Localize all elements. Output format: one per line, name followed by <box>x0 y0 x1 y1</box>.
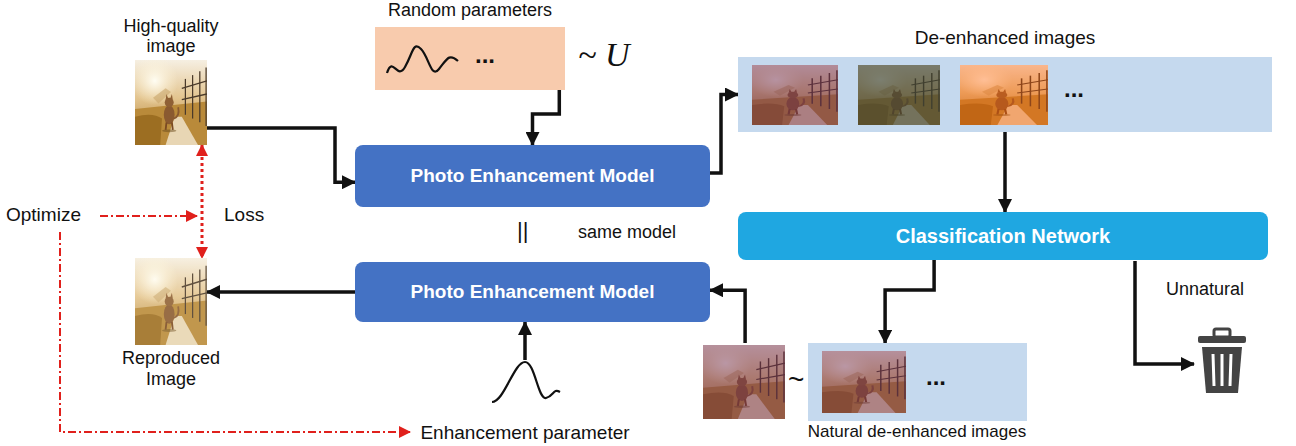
process-box-label: Classification Network <box>896 225 1111 248</box>
photo-content <box>703 345 785 419</box>
distribution-symbol: ~ U <box>578 36 629 73</box>
sampling-symbol: ~ <box>788 364 804 395</box>
photo-content <box>858 65 940 125</box>
optimize-line <box>60 232 410 432</box>
photo-tint <box>822 351 906 413</box>
ellipsis: ... <box>475 41 495 68</box>
text-holder: ... <box>926 363 946 391</box>
diagram-node: Enhancement parameter <box>405 360 645 444</box>
text-holder: ... <box>475 41 495 69</box>
image-caption: Reproduced Image <box>122 348 220 389</box>
photo-content <box>822 351 906 413</box>
process-box: Classification Network <box>738 212 1268 260</box>
panel-heading: Natural de-enhanced images <box>808 422 1026 441</box>
text-holder: Enhancement parameter <box>405 422 645 444</box>
text-holder: Loss <box>224 204 264 226</box>
photo-thumbnail <box>703 345 785 419</box>
process-box: Photo Enhancement Model <box>355 145 710 207</box>
box-heading: Random parameters <box>388 0 552 20</box>
text-holder: Optimize <box>6 204 81 226</box>
curve-line <box>387 46 458 73</box>
text-holder: same model <box>578 222 676 243</box>
flow-arrow <box>885 260 934 343</box>
photo-content <box>960 65 1048 125</box>
diagram-node: High-quality image <box>135 60 207 145</box>
diagram-node: ...Natural de-enhanced images <box>700 343 1027 421</box>
equality-symbol: || <box>517 218 528 243</box>
photo-tint <box>752 65 838 125</box>
annotation: Unnatural <box>1166 279 1244 299</box>
optimize-line <box>100 215 197 217</box>
photo-thumbnail <box>135 60 207 145</box>
parameter-caption: Enhancement parameter <box>420 422 629 443</box>
discard-arrow <box>1135 261 1194 364</box>
text-holder: De-enhanced images <box>738 27 1272 49</box>
flow-arrow <box>207 128 355 182</box>
ellipsis: ... <box>926 363 946 390</box>
flow-arrow <box>207 290 355 294</box>
process-box-label: Photo Enhancement Model <box>411 281 655 303</box>
image-caption: High-quality image <box>123 16 218 57</box>
photo-tint <box>960 65 1048 125</box>
photo-content <box>135 60 207 145</box>
text-holder: ... <box>1064 75 1084 103</box>
annotation: Optimize <box>6 204 81 225</box>
diagram-node: Reproduced Image <box>135 258 207 345</box>
photo-tint <box>858 65 940 125</box>
trash-icon <box>1198 329 1246 393</box>
photo-content <box>135 258 207 345</box>
flow-arrow <box>1003 132 1007 212</box>
photo-thumbnail <box>135 258 207 345</box>
process-box-label: Photo Enhancement Model <box>411 165 655 187</box>
text-holder: Natural de-enhanced images <box>767 422 1067 442</box>
annotation: Loss <box>224 204 264 225</box>
photo-thumbnail <box>858 65 940 125</box>
loss-arrow <box>201 145 204 258</box>
diagram-node: De-enhanced images... <box>738 57 1272 132</box>
process-box: Photo Enhancement Model <box>355 262 710 322</box>
photo-thumbnail <box>960 65 1048 125</box>
annotation: same model <box>578 222 676 242</box>
text-holder: Unnatural <box>1166 279 1244 300</box>
text-holder: High-quality image <box>115 16 227 57</box>
flow-arrow <box>710 290 745 343</box>
text-holder: || <box>517 218 528 244</box>
text-holder: ~ U <box>578 36 629 74</box>
flow-arrow <box>523 322 527 360</box>
ellipsis: ... <box>1064 75 1084 102</box>
photo-tint <box>703 345 785 419</box>
text-holder: ~ <box>788 364 804 396</box>
flow-arrow <box>533 90 560 145</box>
random-curve <box>385 35 460 83</box>
parameter-curve <box>490 360 560 405</box>
photo-thumbnail <box>752 65 838 125</box>
panel-heading: De-enhanced images <box>915 27 1096 48</box>
text-holder: Random parameters <box>355 0 585 21</box>
photo-thumbnail <box>822 351 906 413</box>
image-panel: ... <box>808 343 1027 421</box>
photo-tint <box>135 258 207 345</box>
flow-arrow <box>710 95 738 173</box>
curve-line <box>492 362 560 402</box>
diagram-node: Random parameters... <box>375 27 565 90</box>
photo-content <box>752 65 838 125</box>
text-holder: Reproduced Image <box>111 348 231 389</box>
